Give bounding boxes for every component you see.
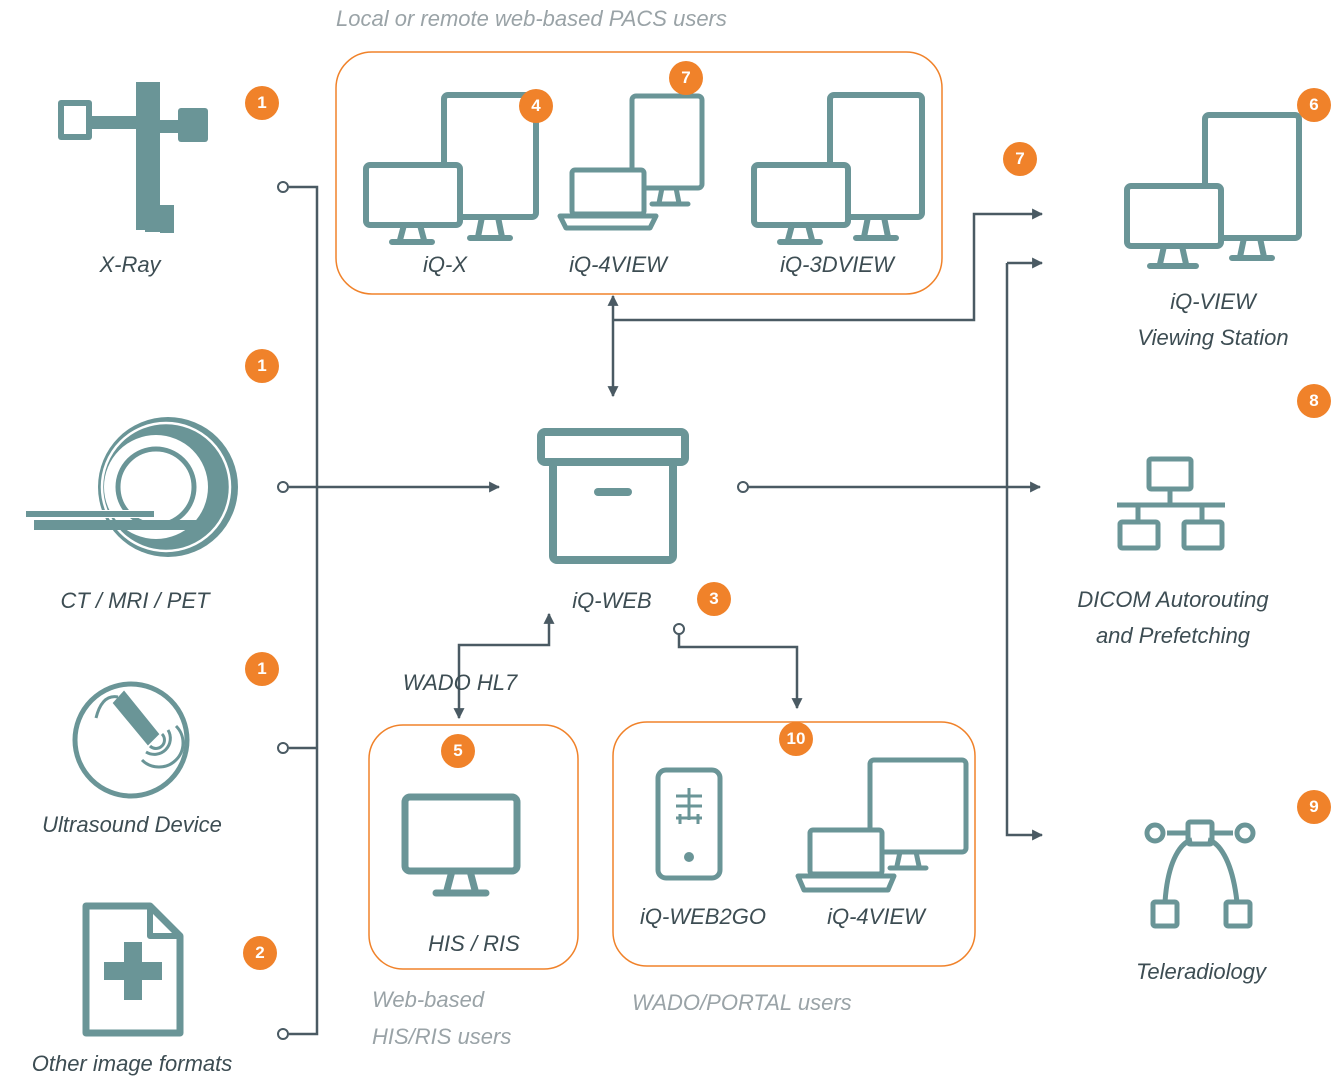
viewing-station-label-line2: Viewing Station (1137, 325, 1289, 350)
badge-portal: 10 (779, 722, 813, 756)
badge-his-ris: 5 (441, 734, 475, 768)
badge-teleradiology: 9 (1297, 790, 1331, 824)
iq-3dview-monitors-icon (751, 92, 925, 245)
badge-xray: 1 (245, 86, 279, 120)
his-ris-label: HIS / RIS (428, 931, 520, 956)
ultrasound-label: Ultrasound Device (42, 812, 222, 837)
network-icon (1117, 456, 1225, 551)
dicom-autorouting-label-line2: and Prefetching (1095, 623, 1251, 648)
iq-4view-portal-devices-icon (795, 757, 969, 893)
arrow-to-viewing-station-upper (613, 208, 1044, 322)
other-image-formats-label: Other image formats (31, 1051, 233, 1076)
his-ris-group-box (368, 724, 579, 970)
archive-box-icon (537, 428, 689, 564)
viewing-station-monitors-icon (1124, 112, 1302, 269)
badge-viewing-arrow: 7 (1003, 142, 1037, 176)
iq-4view-portal-label: iQ-4VIEW (827, 904, 925, 929)
xray-label: X-Ray (99, 252, 161, 277)
badge-iq-x: 4 (519, 89, 553, 123)
iq-3dview-label: iQ-3DVIEW (780, 252, 894, 277)
medical-file-icon (82, 902, 184, 1037)
badge-dicom: 8 (1297, 384, 1331, 418)
teleradiology-label: Teleradiology (1135, 959, 1267, 984)
iq-web2go-label: iQ-WEB2GO (640, 904, 766, 929)
xray-machine-icon (58, 82, 208, 233)
badge-other-formats: 2 (243, 936, 277, 970)
his-ris-monitor-icon (401, 793, 521, 897)
connector-endpoints (277, 181, 749, 1040)
source-bus-line (289, 185, 319, 1036)
iq-web-label: iQ-WEB (572, 588, 652, 613)
pacs-users-group-box (335, 51, 943, 295)
iq-x-label: iQ-X (423, 252, 467, 277)
wado-hl7-label: WADO HL7 (402, 670, 518, 695)
ultrasound-icon (72, 681, 190, 799)
dicom-autorouting-label-line1: DICOM Autorouting (1077, 587, 1269, 612)
arrow-his-ris-to-iq-web (457, 612, 555, 692)
ct-mri-pet-label: CT / MRI / PET (60, 588, 210, 613)
iq-4view-label: iQ-4VIEW (569, 252, 667, 277)
connectors (289, 185, 1044, 1036)
arrow-to-teleradiology (1005, 487, 1044, 841)
badge-pacs-group: 7 (669, 61, 703, 95)
badge-ultrasound: 1 (245, 652, 279, 686)
arrow-iq-web-to-portal (677, 629, 803, 710)
iq-4view-devices-icon (557, 93, 705, 231)
viewing-station-label-line1: iQ-VIEW (1170, 289, 1256, 314)
ct-scanner-icon (26, 417, 238, 557)
badge-viewing-station: 6 (1297, 88, 1331, 122)
wado-portal-users-caption: WADO/PORTAL users (632, 990, 852, 1015)
his-ris-users-caption-line2: HIS/RIS users (372, 1024, 512, 1049)
pacs-users-caption: Local or remote web-based PACS users (336, 6, 727, 31)
iq-x-monitors-icon (363, 92, 539, 245)
mobile-device-icon (655, 767, 723, 881)
badge-ct: 1 (245, 349, 279, 383)
vector-curve-icon (1144, 819, 1256, 929)
his-ris-users-caption-line1: Web-based (372, 987, 485, 1012)
badge-iq-web: 3 (697, 582, 731, 616)
